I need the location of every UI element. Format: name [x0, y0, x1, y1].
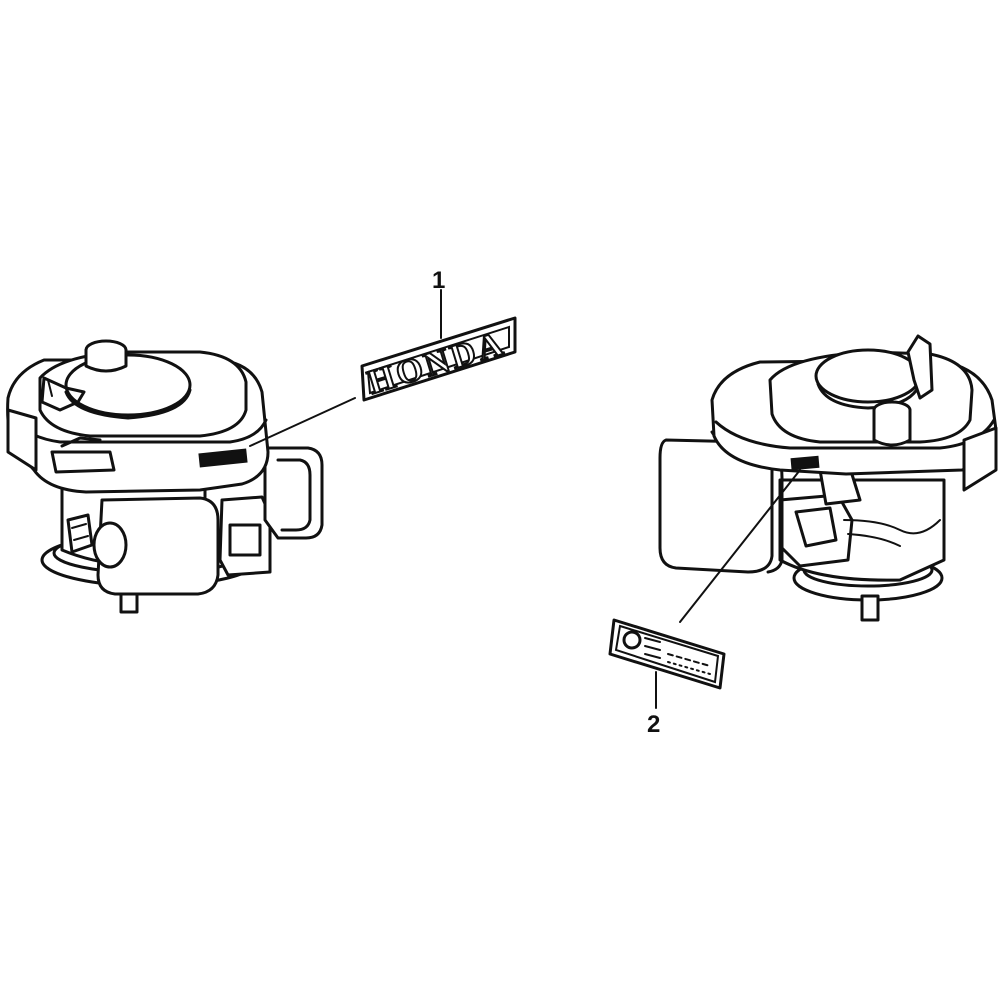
- plate-seal-icon: [622, 630, 642, 650]
- engine-right-illustration: [658, 334, 998, 622]
- leader-line-2: [679, 469, 801, 623]
- honda-emblem-sticker: HONDA: [360, 316, 517, 403]
- leader-line-1: [249, 397, 356, 447]
- callout-number-2: 2: [647, 711, 660, 738]
- callout-number-1: 1: [432, 267, 445, 294]
- honda-emblem-text: HONDA: [364, 325, 510, 402]
- engine-left-illustration: [6, 339, 324, 614]
- spec-label-plate: [608, 618, 726, 690]
